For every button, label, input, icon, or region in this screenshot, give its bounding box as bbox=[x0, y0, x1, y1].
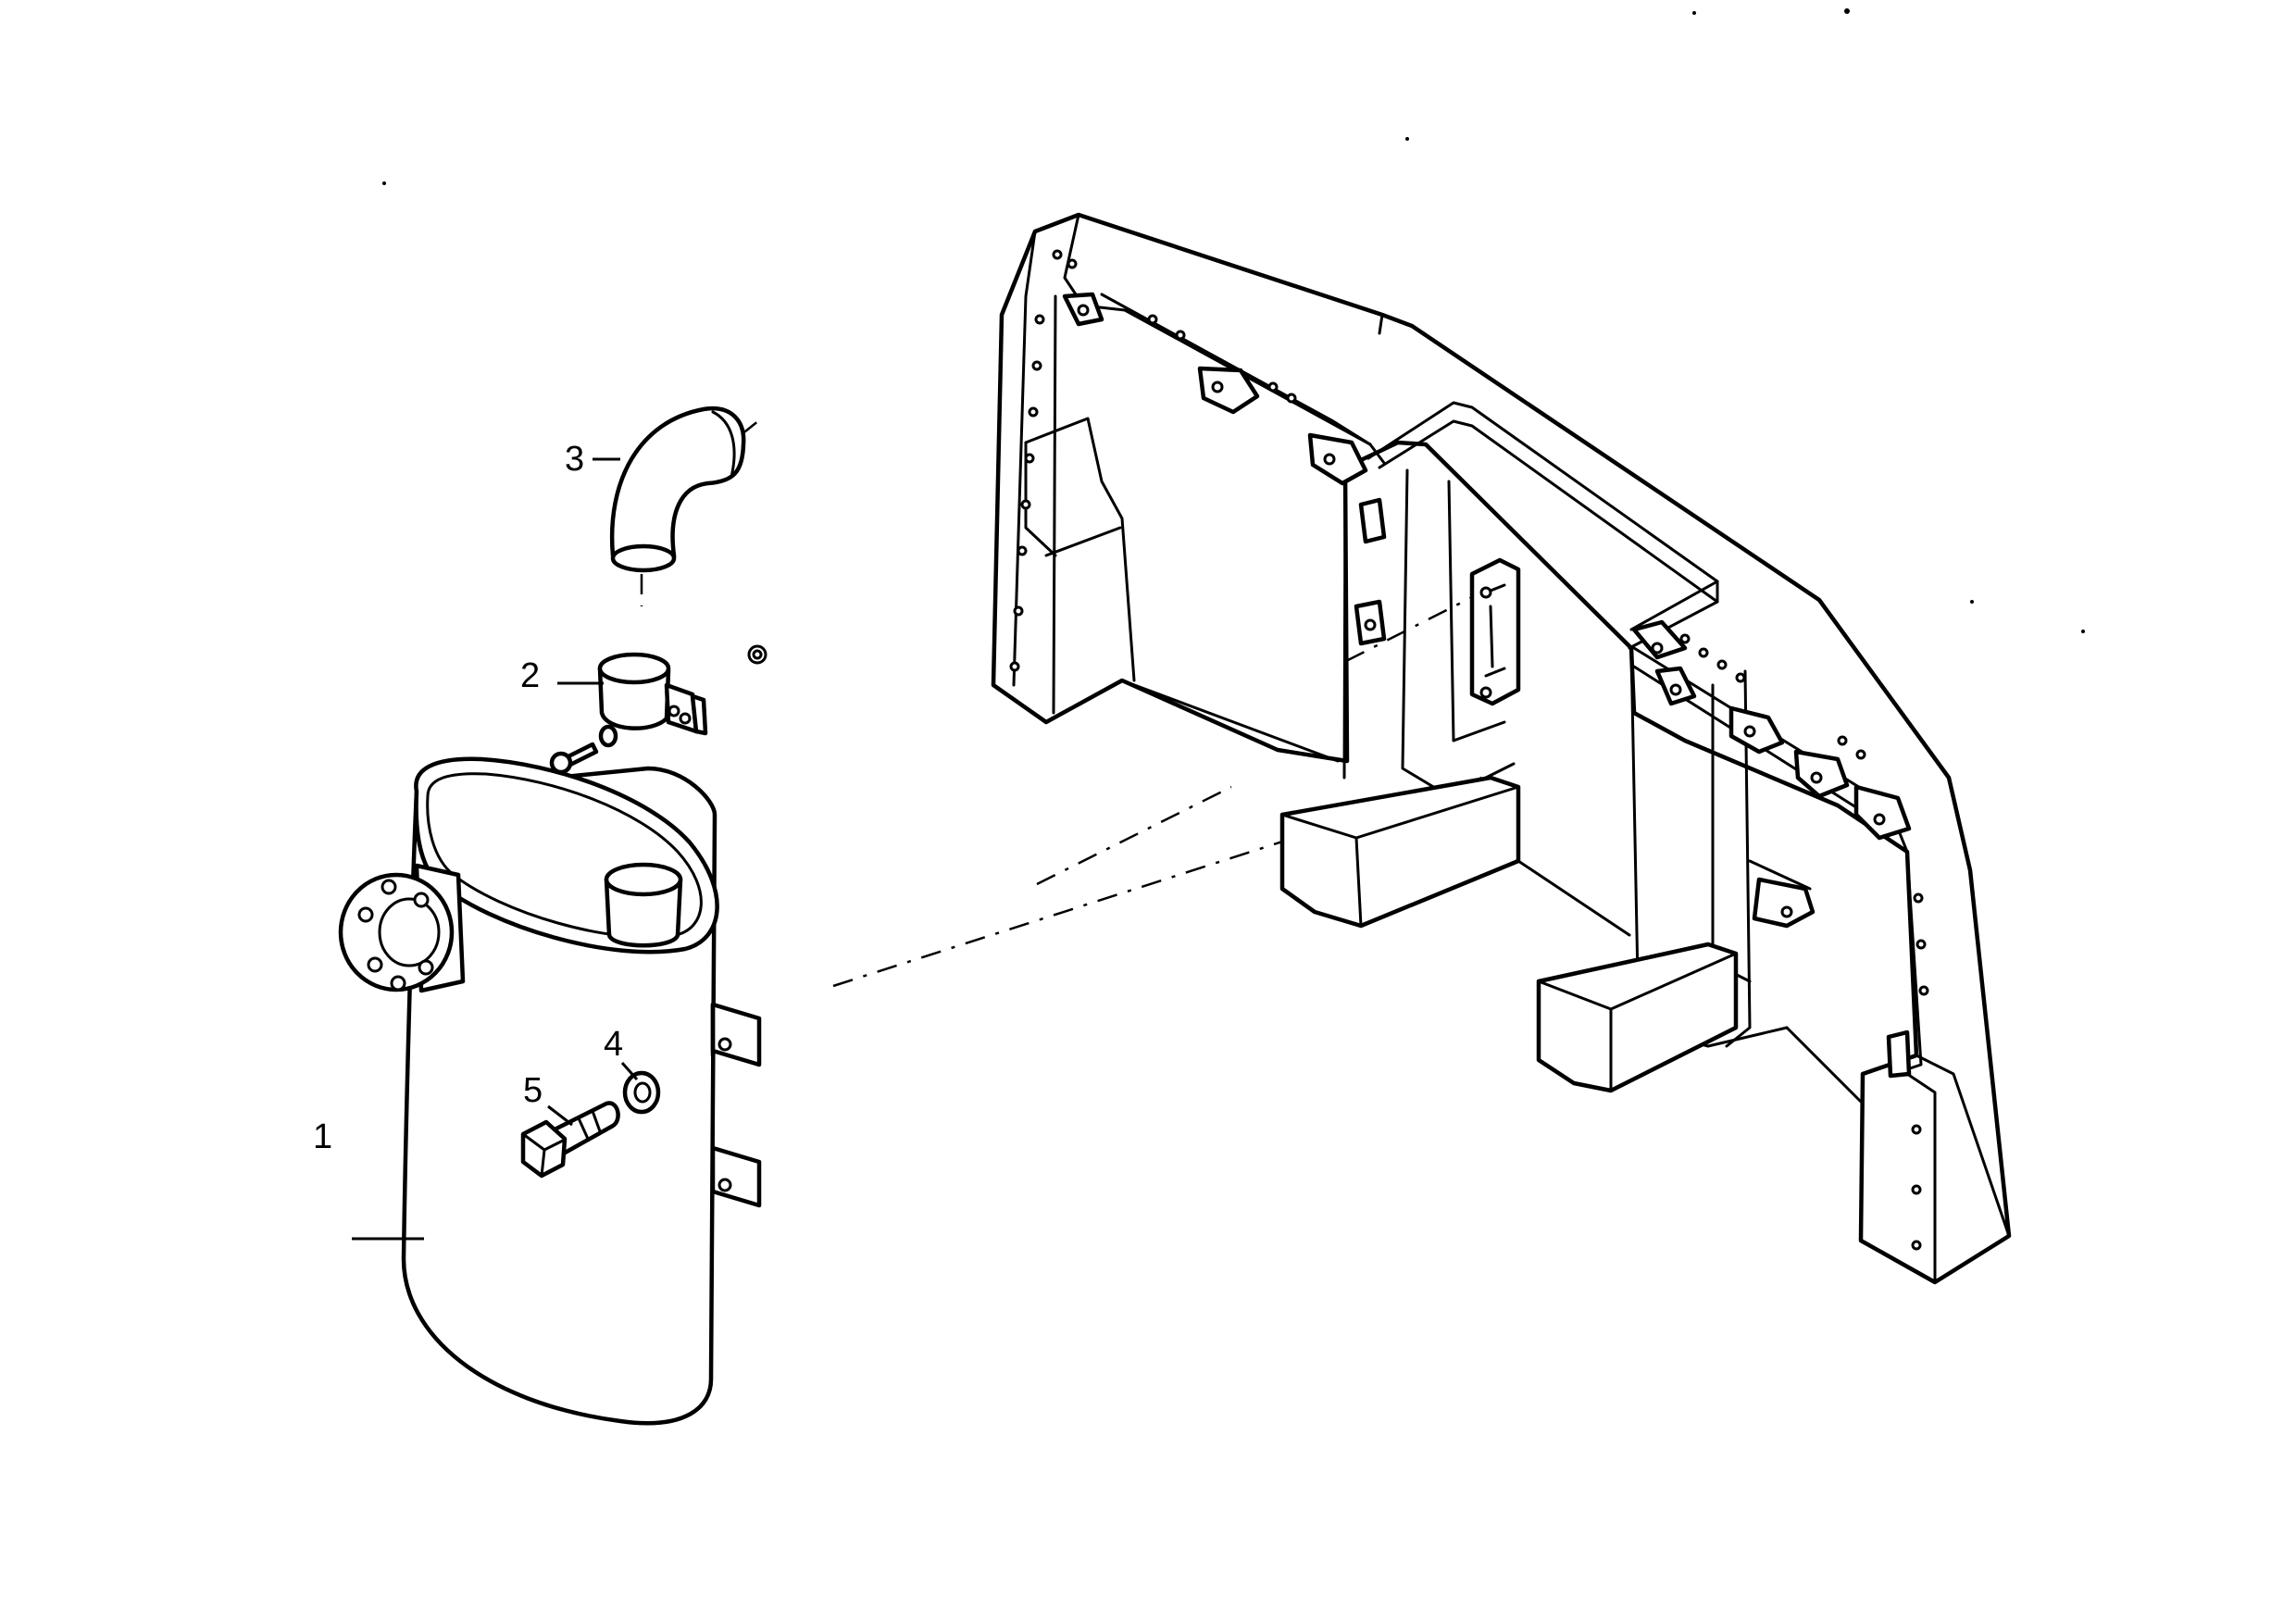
callout-labels: 1 2 3 4 5 bbox=[313, 440, 623, 1156]
callout-4: 4 bbox=[604, 1025, 623, 1064]
hex-bolt bbox=[520, 1101, 620, 1179]
scan-specks bbox=[382, 8, 2085, 633]
support-frame bbox=[991, 212, 2012, 1285]
callout-2: 2 bbox=[520, 656, 540, 695]
callout-1: 1 bbox=[313, 1117, 332, 1156]
muffler bbox=[338, 756, 762, 1426]
pipe-clamp bbox=[549, 644, 767, 775]
callout-leaders bbox=[352, 457, 639, 1241]
callout-3: 3 bbox=[565, 440, 584, 479]
washer bbox=[622, 1070, 661, 1115]
frame-rivets bbox=[1009, 249, 1929, 1251]
elbow-hose bbox=[609, 406, 746, 573]
callout-5: 5 bbox=[523, 1071, 543, 1110]
